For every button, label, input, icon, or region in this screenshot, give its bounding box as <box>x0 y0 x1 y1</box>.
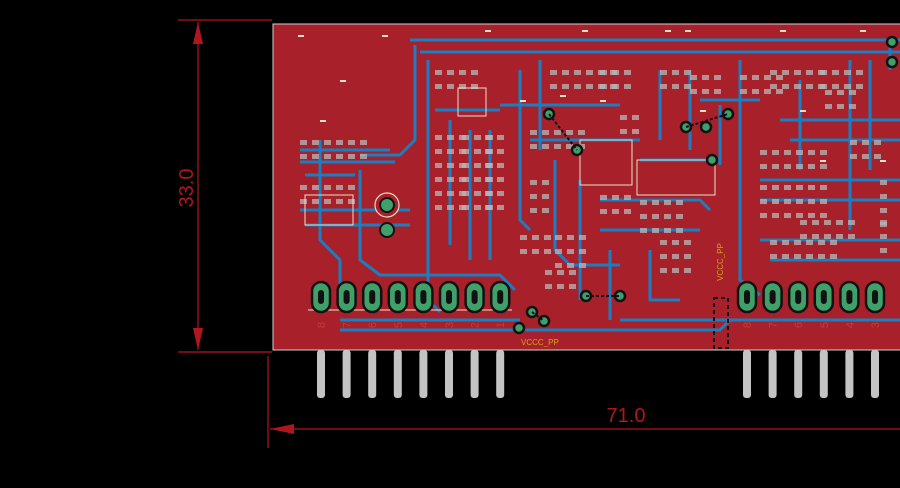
header-pin: 4 <box>413 280 434 398</box>
mounting-hole-icon <box>374 192 400 238</box>
pin-number-label: 5 <box>819 322 831 328</box>
dimension-lines <box>178 19 900 448</box>
pin-number-label: 4 <box>418 322 430 328</box>
right-header: 8 7 6 5 4 3 <box>736 280 886 398</box>
copper-traces <box>300 38 900 332</box>
header-pin: 5 <box>813 280 835 398</box>
header-pin: 3 <box>864 280 886 398</box>
header-pin: 3 <box>438 280 460 398</box>
smd-pads <box>298 30 887 289</box>
header-pin: 8 <box>736 280 758 398</box>
net-label-bottom: VCCC_PP <box>521 338 559 347</box>
header-pin: 2 <box>464 280 485 398</box>
height-dimension-label: 33.0 <box>176 169 198 208</box>
pin-number-label: 3 <box>444 322 456 328</box>
header-pin: 1 <box>489 280 511 398</box>
header-pin: 7 <box>762 280 783 398</box>
pin-number-label: 6 <box>793 322 805 328</box>
width-dimension-label: 71.0 <box>607 405 646 427</box>
pin-number-label: 4 <box>844 322 856 328</box>
header-pin: 8 <box>310 280 332 398</box>
ic-outlines <box>304 87 716 226</box>
header-pin: 4 <box>839 280 860 398</box>
header-pin: 5 <box>387 280 409 398</box>
header-pin: 6 <box>361 280 383 398</box>
dimension-arrow-icon <box>193 22 294 434</box>
header-pin: 7 <box>336 280 357 398</box>
ic-u1 <box>579 139 633 186</box>
pin-number-label: 6 <box>367 322 379 328</box>
pin-number-label: 3 <box>870 322 882 328</box>
pin-number-label: 2 <box>470 322 482 328</box>
pin-number-label: 1 <box>495 322 507 328</box>
via-icon <box>512 35 899 335</box>
pin-number-label: 5 <box>393 322 405 328</box>
pin-number-label: 7 <box>342 322 354 328</box>
ic-u4 <box>304 194 354 226</box>
ic-u3 <box>457 87 487 117</box>
net-label-box <box>713 297 729 349</box>
ic-u2 <box>636 159 716 196</box>
left-header: 8 7 6 5 4 3 2 1 <box>310 280 511 398</box>
header-pin: 6 <box>787 280 809 398</box>
net-label-vertical: VCCC_PP <box>716 243 725 281</box>
pin-number-label: 7 <box>768 322 780 328</box>
pin-number-label: 8 <box>316 322 328 328</box>
pin-number-label: 8 <box>742 322 754 328</box>
